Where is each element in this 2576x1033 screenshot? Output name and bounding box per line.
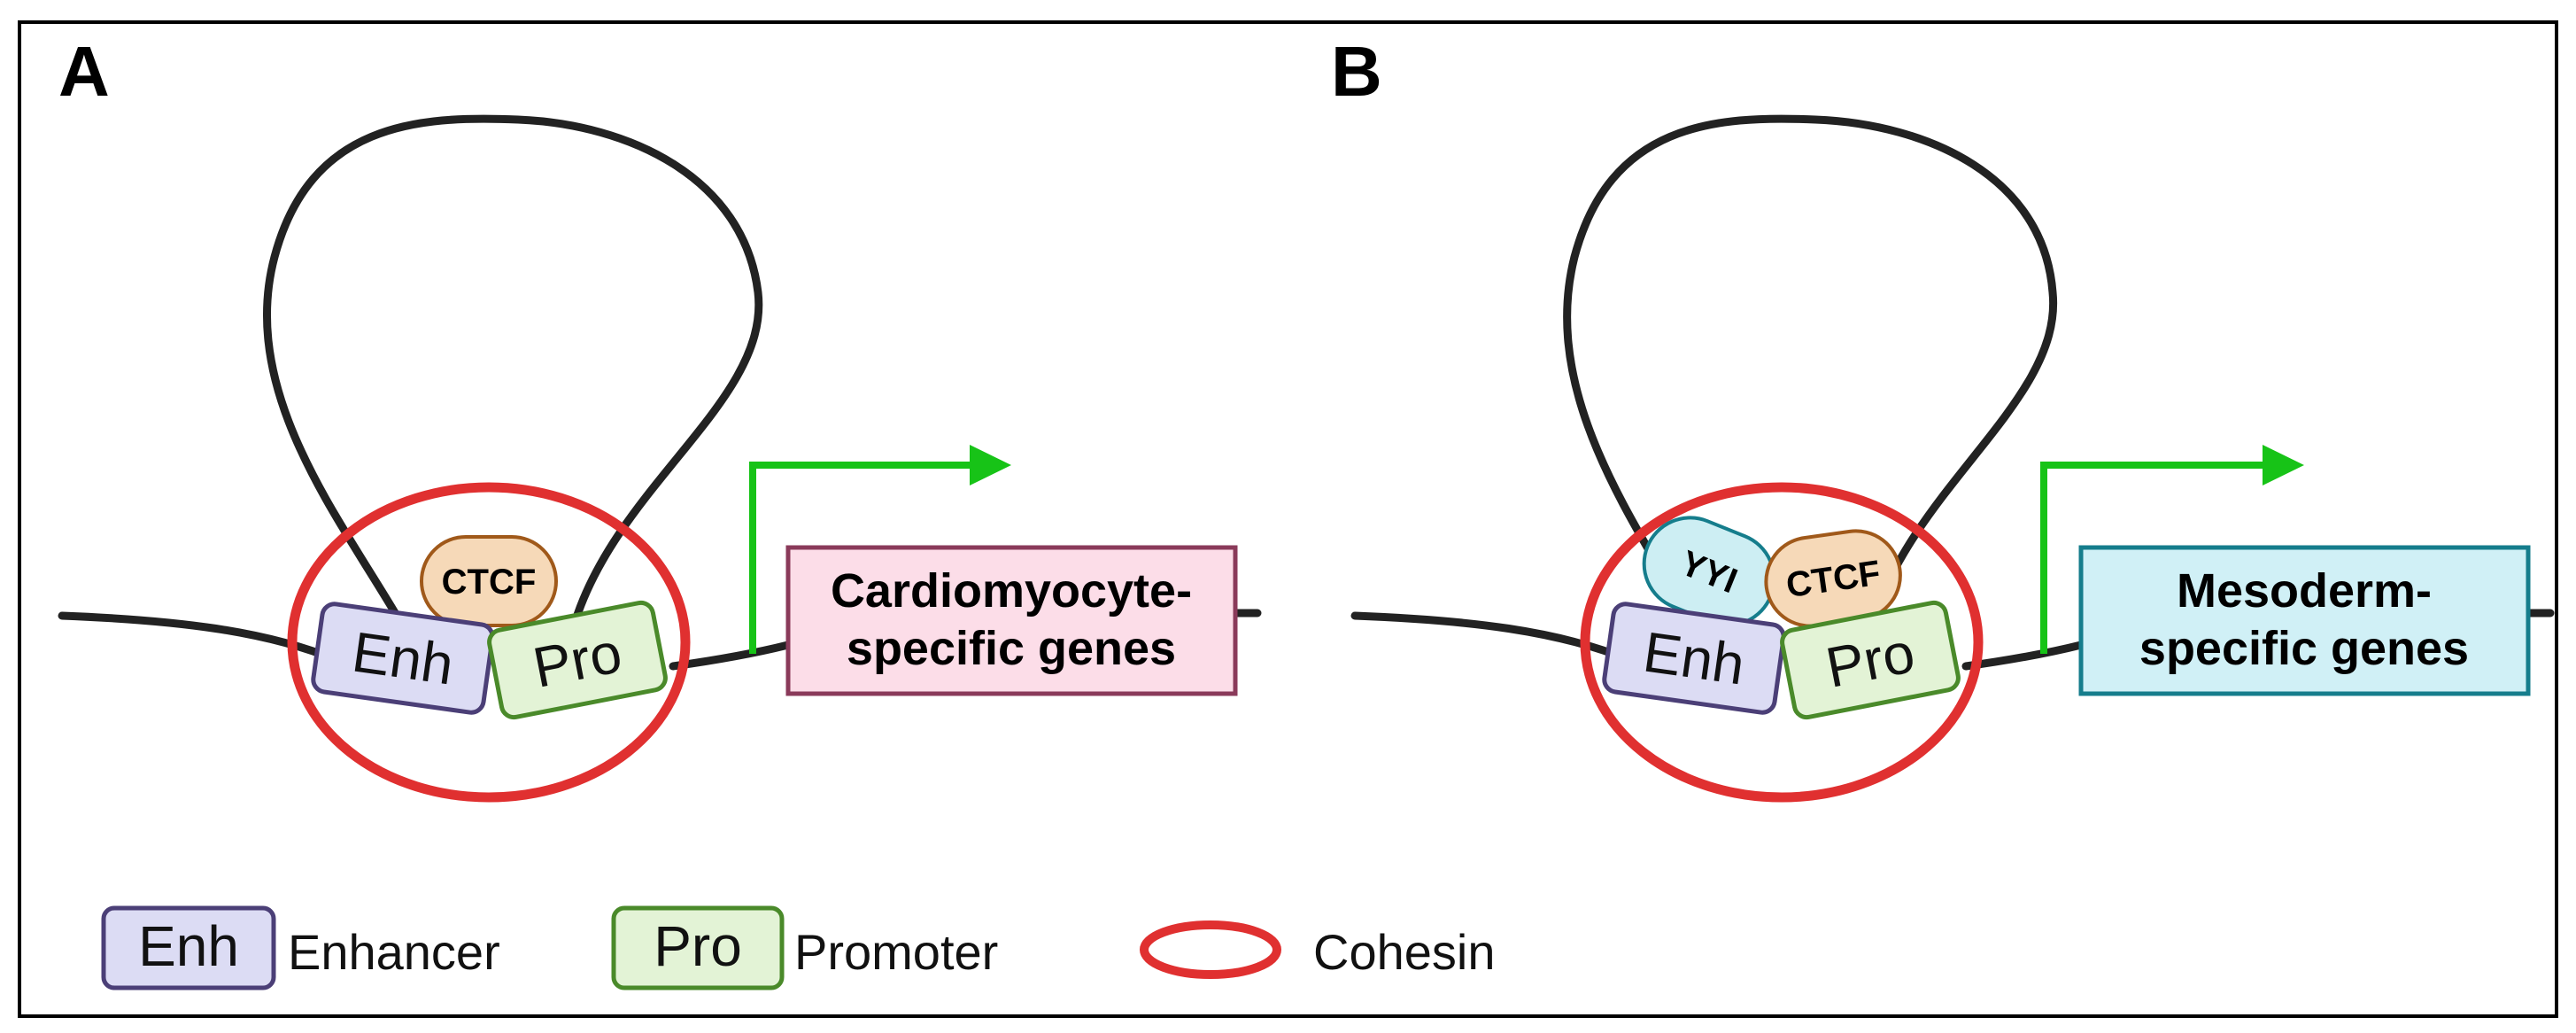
panel-b-gene-box-line1: Mesoderm- bbox=[2177, 564, 2432, 617]
panel-b-promoter: Pro bbox=[1780, 600, 1961, 720]
panel-b-enhancer-label: Enh bbox=[1640, 619, 1749, 696]
panel-b: B YYI CTCF Enh Pro bbox=[1331, 32, 2555, 803]
panel-b-dna-loop bbox=[1563, 114, 2058, 625]
panel-b-gene-box-shape bbox=[2078, 545, 2531, 696]
panel-a-gene-box-shape bbox=[785, 545, 1238, 696]
panel-b-letter: B bbox=[1331, 32, 1382, 111]
panel-b-gene-box: Mesoderm- specific genes bbox=[2078, 545, 2531, 696]
legend-promoter-box-label: Pro bbox=[654, 914, 742, 978]
panel-b-enhancer: Enh bbox=[1602, 602, 1786, 715]
panel-a-arrow-head bbox=[970, 445, 1011, 485]
panel-a-promoter: Pro bbox=[487, 600, 668, 720]
legend-cohesin: Cohesin bbox=[1140, 920, 1495, 980]
panel-b-promoter-box bbox=[1780, 600, 1961, 720]
panel-a-enhancer-label: Enh bbox=[349, 619, 458, 696]
panel-b-gene-box-line2: specific genes bbox=[2139, 622, 2469, 675]
panel-b-enhancer-box bbox=[1602, 602, 1786, 715]
legend-enhancer-box-label: Enh bbox=[138, 914, 239, 978]
panel-a-dna-loop bbox=[263, 114, 763, 625]
panel-b-dna-strand bbox=[1350, 611, 1634, 664]
panel-b-ctcf: CTCF bbox=[1764, 529, 1902, 628]
legend-promoter: Pro Promoter bbox=[611, 905, 998, 990]
legend-enhancer-label: Enhancer bbox=[288, 924, 500, 980]
panel-a-gene-box-line1: Cardiomyocyte- bbox=[831, 564, 1192, 617]
panel-a-letter: A bbox=[58, 32, 110, 111]
legend: Enh Enhancer Pro Promoter Cohesin bbox=[101, 905, 1495, 990]
panel-a-transcription-arrow bbox=[749, 445, 1011, 654]
panel-b-yy1: YYI bbox=[1642, 516, 1776, 627]
panel-b-arrow-head bbox=[2263, 445, 2304, 485]
legend-cohesin-ring bbox=[1140, 920, 1281, 979]
legend-enhancer-box bbox=[101, 905, 276, 990]
legend-cohesin-label: Cohesin bbox=[1313, 924, 1495, 980]
legend-promoter-label: Promoter bbox=[794, 924, 998, 980]
figure-frame bbox=[18, 20, 2558, 1018]
panel-b-cohesin-ring bbox=[1580, 482, 1984, 803]
panel-a-ctcf: CTCF bbox=[420, 535, 558, 627]
panel-a-arrow-stem bbox=[749, 462, 974, 654]
panel-a-enhancer-box bbox=[311, 602, 495, 715]
panel-a: A CTCF Enh Pro Cardio bbox=[58, 32, 1262, 803]
panel-a-enhancer: Enh bbox=[311, 602, 495, 715]
panel-a-cohesin-ring bbox=[287, 482, 691, 803]
panel-a-gene-box-line2: specific genes bbox=[847, 622, 1176, 675]
legend-promoter-box bbox=[611, 905, 785, 990]
panel-a-ctcf-label: CTCF bbox=[442, 563, 537, 602]
panel-a-promoter-box bbox=[487, 600, 668, 720]
panel-a-dna-strand bbox=[58, 611, 341, 664]
panel-b-transcription-arrow bbox=[2040, 445, 2304, 654]
panel-a-gene-box: Cardiomyocyte- specific genes bbox=[785, 545, 1238, 696]
legend-enhancer: Enh Enhancer bbox=[101, 905, 500, 990]
panel-b-arrow-stem bbox=[2040, 462, 2267, 654]
